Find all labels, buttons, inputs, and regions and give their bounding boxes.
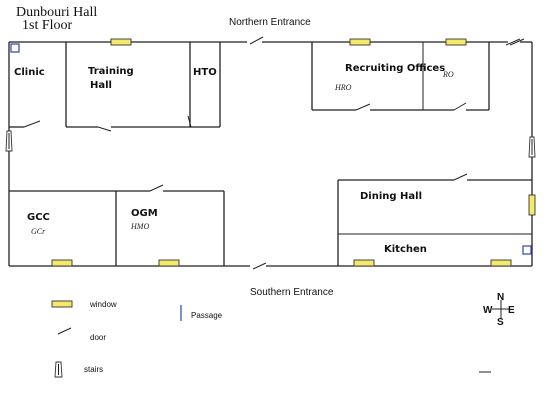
window-south-3	[353, 259, 375, 267]
doors	[23, 36, 525, 270]
door-hro	[355, 103, 371, 111]
ogm-label: OGM	[131, 208, 158, 219]
stairs	[5, 130, 536, 158]
training-hall-label-1: Training	[88, 66, 134, 77]
dining-hall-room: Dining Hall	[337, 179, 532, 266]
window-north-1	[110, 38, 132, 46]
hto-label: HTO	[193, 67, 217, 78]
ro-label: RO	[442, 70, 454, 79]
legend-door-label: door	[90, 333, 106, 342]
gcc-label: GCC	[27, 212, 50, 223]
door-northeast-2	[509, 38, 525, 46]
door-south-entrance	[252, 262, 267, 270]
training-hall-room: Training Hall	[66, 42, 220, 128]
compass-west-label: W	[483, 305, 493, 316]
window-south-2	[158, 259, 180, 267]
southern-entrance-label: Southern Entrance	[250, 287, 334, 298]
legend-window-swatch	[51, 300, 73, 308]
clinic-room: Clinic	[9, 42, 67, 128]
door-northeast-1	[505, 38, 521, 46]
legend-passage-label: Passage	[191, 311, 223, 320]
window-south-4	[490, 259, 512, 267]
door-hto	[187, 115, 192, 128]
compass-south-label: S	[497, 317, 504, 328]
northern-entrance-label: Northern Entrance	[229, 17, 311, 28]
window-north-2	[349, 38, 371, 46]
recruiting-offices-room: Recruiting Offices HRO RO	[311, 42, 490, 111]
windows	[51, 38, 536, 267]
door-training-hall	[97, 126, 112, 132]
training-hall-label-2: Hall	[90, 80, 112, 91]
door-gcc	[149, 184, 164, 192]
gcc-sub-label: GCr	[31, 227, 46, 236]
building-title: Dunbouri Hall	[16, 5, 97, 20]
hro-label: HRO	[334, 83, 352, 92]
legend-window-label: window	[89, 300, 117, 309]
compass-east-label: E	[508, 305, 515, 316]
kitchen-label: Kitchen	[384, 244, 427, 255]
floor-title: 1st Floor	[22, 18, 73, 33]
door-dining-hall	[453, 173, 468, 181]
gcc-room: GCC GCr	[9, 190, 224, 266]
legend-stairs-label: stairs	[84, 365, 103, 374]
dining-hall-label: Dining Hall	[360, 191, 422, 202]
passage-marker-clinic	[10, 43, 20, 53]
door-ro	[453, 102, 467, 111]
hto-room: HTO	[193, 42, 221, 127]
passage-marker-kitchen	[522, 245, 532, 255]
window-north-3	[445, 38, 467, 46]
recruiting-offices-label: Recruiting Offices	[345, 63, 445, 74]
compass-icon: N S W E	[483, 292, 515, 328]
door-clinic	[23, 120, 41, 128]
window-south-1	[51, 259, 73, 267]
ogm-room: OGM HMO	[130, 191, 225, 266]
legend: window door stairs Passage	[51, 300, 223, 378]
window-east-1	[528, 194, 536, 216]
door-north-entrance	[249, 36, 264, 45]
clinic-label: Clinic	[14, 67, 45, 78]
hmo-label: HMO	[130, 222, 149, 231]
kitchen-room: Kitchen	[338, 233, 532, 255]
legend-door-swatch	[57, 327, 72, 335]
compass-north-label: N	[497, 292, 504, 303]
